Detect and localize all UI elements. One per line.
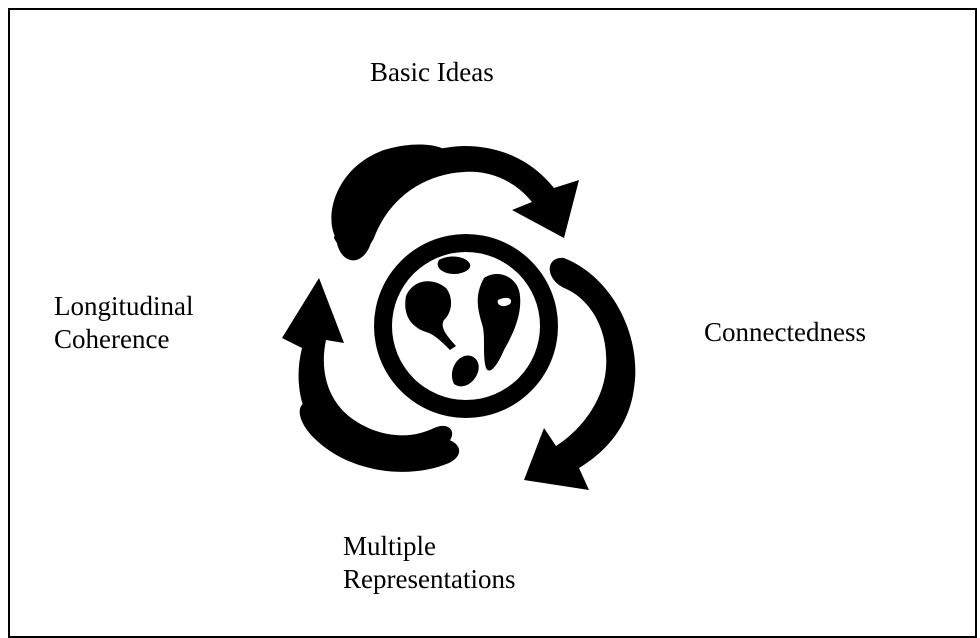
cycle-diagram bbox=[282, 144, 636, 490]
arrow-right bbox=[524, 257, 636, 490]
continent-sliver bbox=[497, 297, 512, 307]
label-basic-ideas: Basic Ideas bbox=[370, 57, 494, 87]
cycle-arrow-icon bbox=[282, 144, 636, 490]
label-multiple-representations: Multiple Representations bbox=[343, 531, 516, 594]
label-longitudinal-coherence: Longitudinal Coherence bbox=[54, 291, 194, 354]
arrow-left-tail bbox=[299, 403, 460, 472]
diagram-frame: Basic Ideas Longitudinal Coherence Conne… bbox=[8, 8, 977, 638]
continent-south bbox=[451, 355, 479, 387]
globe-icon bbox=[374, 234, 558, 418]
arrow-top-tail bbox=[331, 144, 450, 261]
continent-americas bbox=[405, 281, 456, 350]
continent-europe bbox=[437, 256, 471, 274]
continent-africa-asia bbox=[477, 274, 521, 371]
arrow-left bbox=[282, 278, 453, 465]
label-connectedness: Connectedness bbox=[704, 317, 866, 347]
